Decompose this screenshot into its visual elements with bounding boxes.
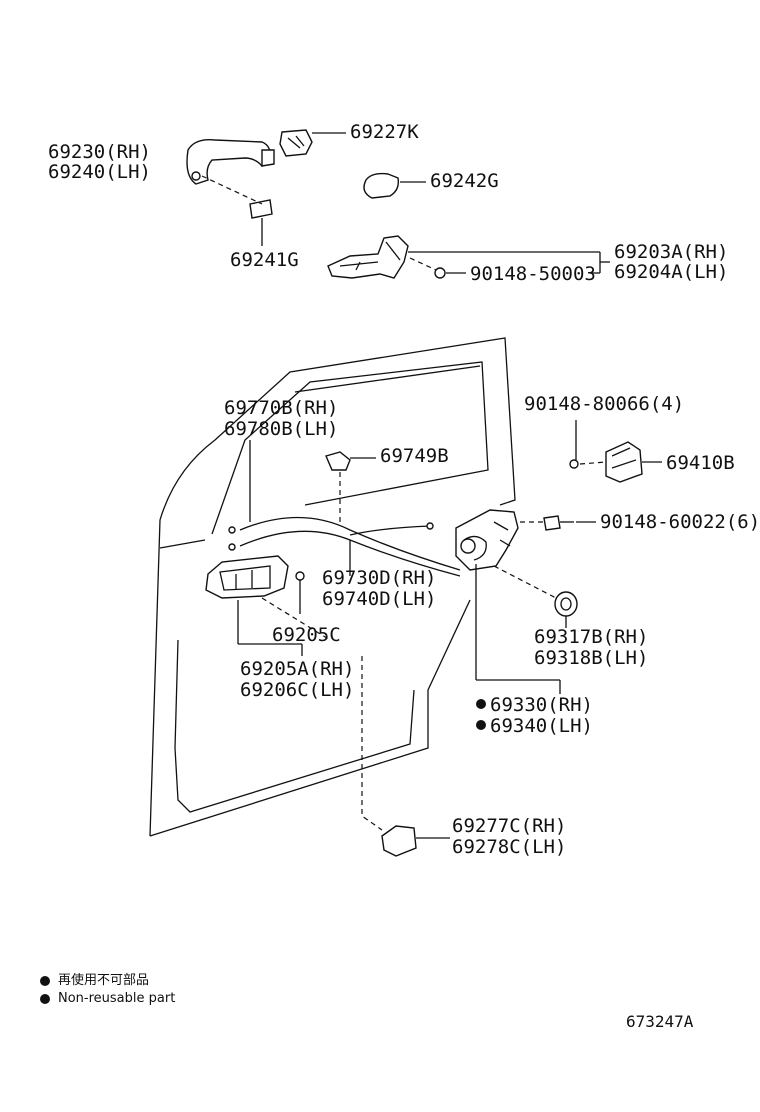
- label-69740d: 69740D(LH): [322, 588, 436, 610]
- label-69410b: 69410B: [666, 452, 735, 474]
- pad-69242g: [363, 172, 426, 199]
- label-69230: 69230(RH): [48, 141, 151, 163]
- label-69242g: 69242G: [430, 170, 499, 192]
- door-outline: [149, 337, 516, 837]
- cables: [228, 440, 461, 577]
- bullet-icon: [40, 976, 50, 986]
- non-reusable-marker-69340: [476, 720, 486, 730]
- label-69241g: 69241G: [230, 249, 299, 271]
- label-90148-80066: 90148-80066(4): [524, 393, 684, 415]
- label-69770b: 69770B(RH): [224, 397, 338, 419]
- label-69206c: 69206C(LH): [240, 679, 354, 701]
- label-90148-50003: 90148-50003: [470, 263, 596, 285]
- legend-row-english: Non-reusable part: [40, 990, 175, 1008]
- cover-69277c: [361, 656, 450, 857]
- outside-handle: [186, 139, 275, 185]
- cap-69317b: [493, 565, 578, 628]
- screw-90148-60022: [520, 515, 596, 531]
- label-69203a: 69203A(RH): [614, 241, 728, 263]
- non-reusable-marker-69330: [476, 699, 486, 709]
- label-69780b: 69780B(LH): [224, 418, 338, 440]
- label-69240: 69240(LH): [48, 161, 151, 183]
- legend-row-japanese: 再使用不可部品: [40, 972, 175, 990]
- label-69227k: 69227K: [350, 121, 419, 143]
- label-69204a: 69204A(LH): [614, 261, 728, 283]
- label-69205a: 69205A(RH): [240, 658, 354, 680]
- handle-cover-69227k: [279, 129, 346, 157]
- legend: 再使用不可部品 Non-reusable part: [40, 972, 175, 1008]
- door-lock: [455, 509, 561, 694]
- inside-handle: [205, 555, 331, 656]
- label-69730d: 69730D(RH): [322, 567, 436, 589]
- handle-frame-69203a: [327, 235, 610, 279]
- legend-text-japanese: 再使用不可部品: [58, 973, 150, 988]
- pad-69241g: [201, 175, 273, 246]
- illustration-number: 673247A: [626, 1012, 694, 1031]
- label-69278c: 69278C(LH): [452, 836, 566, 858]
- bullet-icon: [40, 994, 50, 1004]
- label-69749b: 69749B: [380, 445, 449, 467]
- striker-69410b: [569, 420, 662, 483]
- label-69340: 69340(LH): [490, 715, 593, 737]
- part-labels: 69230(RH) 69240(LH) 69227K 69242G 69241G…: [48, 121, 760, 858]
- legend-text-english: Non-reusable part: [58, 991, 176, 1006]
- label-69205c: 69205C: [272, 624, 341, 646]
- label-69277c: 69277C(RH): [452, 815, 566, 837]
- label-69317b: 69317B(RH): [534, 626, 648, 648]
- label-69330: 69330(RH): [490, 694, 593, 716]
- label-69318b: 69318B(LH): [534, 647, 648, 669]
- clip-69749b: [325, 451, 376, 526]
- label-90148-60022: 90148-60022(6): [600, 511, 760, 533]
